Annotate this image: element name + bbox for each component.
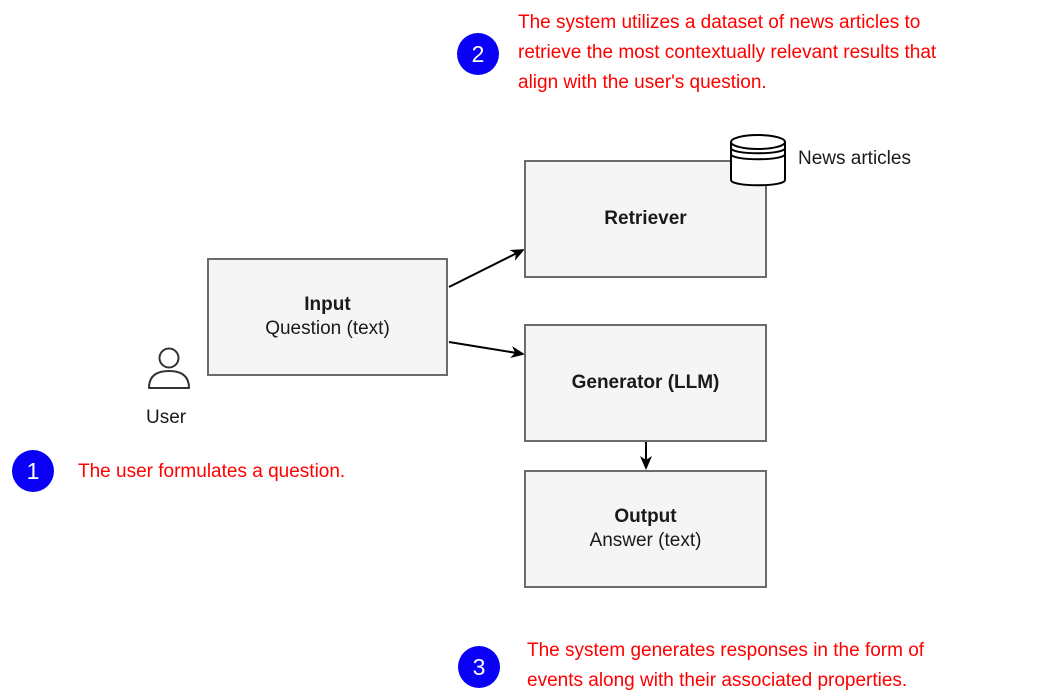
user-label: User [146,407,187,428]
node-output-title: Output [614,506,677,527]
node-generator-title: Generator (LLM) [571,372,720,393]
annotation-text-2: The system utilizes a dataset of news ar… [518,8,936,98]
annotation-3-line-1: The system generates responses in the fo… [527,640,925,661]
annotation-text-3: The system generates responses in the fo… [527,636,924,696]
database-cylinder-icon [730,134,786,187]
annotation-badge-3: 3 [458,646,500,688]
edge-input-to-retriever [448,249,525,288]
annotation-2-line-2: retrieve the most contextually relevant … [518,42,937,63]
node-retriever-title: Retriever [604,208,687,229]
annotation-text-1: The user formulates a question. [78,457,345,487]
node-generator: Generator (LLM) [524,324,767,442]
annotation-badge-1: 1 [12,450,54,492]
node-retriever: Retriever [524,160,767,278]
user-outline-icon [148,347,190,389]
node-input: Input Question (text) [207,258,448,376]
node-input-subtitle: Question (text) [265,318,390,339]
annotation-2-line-1: The system utilizes a dataset of news ar… [518,12,921,33]
news-articles-label: News articles [798,148,911,169]
node-output: Output Answer (text) [524,470,767,588]
edge-input-to-generator [448,341,525,359]
annotation-badge-2: 2 [457,33,499,75]
annotation-2-line-3: align with the user's question. [518,72,767,93]
annotation-3-line-2: events along with their associated prope… [527,670,908,691]
node-input-title: Input [304,294,351,315]
annotation-1-line-1: The user formulates a question. [78,461,346,482]
node-output-subtitle: Answer (text) [589,530,702,551]
